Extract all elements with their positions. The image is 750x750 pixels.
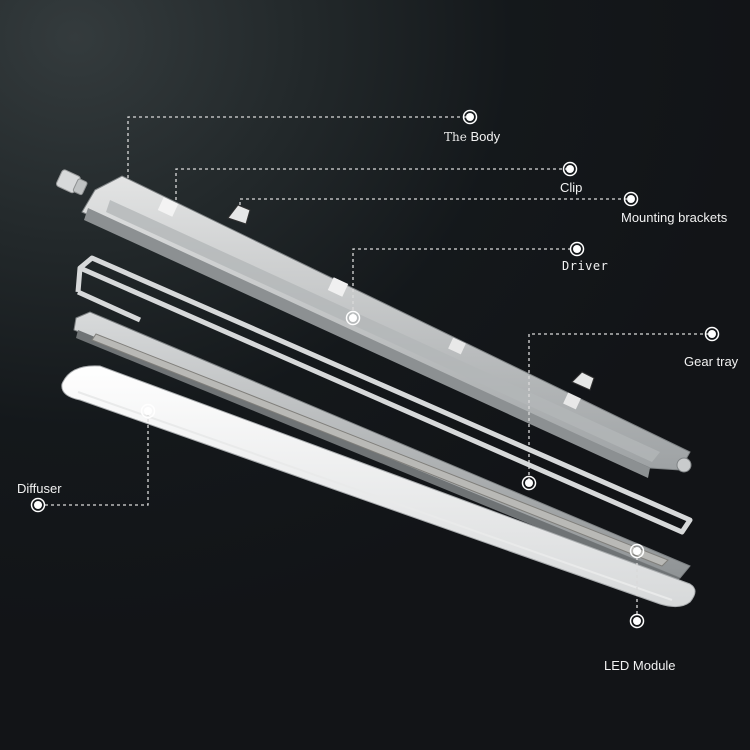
marker-gear-tray-part[interactable] — [521, 475, 537, 491]
gasket-frame — [75, 255, 693, 535]
leader-diffuser — [38, 413, 149, 506]
marker-led-module-part[interactable] — [629, 543, 645, 559]
leader-lines — [38, 116, 712, 619]
led-strip — [91, 333, 669, 567]
leader-clip — [175, 168, 570, 200]
label-the-body: The Body — [444, 129, 500, 144]
label-diffuser: Diffuser — [17, 481, 62, 496]
marker-driver[interactable] — [569, 241, 585, 257]
marker-diffuser-part[interactable] — [140, 403, 156, 419]
leader-gear-tray — [528, 333, 712, 481]
label-mounting-brackets: Mounting brackets — [621, 210, 728, 225]
marker-mounting-brackets[interactable] — [623, 191, 639, 207]
diffuser-cover — [61, 365, 696, 608]
label-driver: Driver — [562, 259, 609, 273]
leader-mounting-brackets — [239, 198, 631, 205]
marker-diffuser[interactable] — [30, 497, 46, 513]
marker-gear-tray[interactable] — [704, 326, 720, 342]
marker-clip[interactable] — [562, 161, 578, 177]
marker-led-module[interactable] — [629, 613, 645, 629]
leader-the-body — [127, 116, 470, 178]
leader-driver — [352, 248, 577, 316]
callout-markers — [30, 109, 720, 629]
label-the-body-text: Body — [470, 129, 501, 144]
mounting-bracket — [227, 204, 595, 391]
label-clip: Clip — [560, 180, 583, 195]
housing-body — [81, 175, 692, 478]
label-gear-tray: Gear tray — [684, 354, 739, 369]
marker-driver-part[interactable] — [345, 310, 361, 326]
label-the-body-prefix: The — [444, 130, 467, 144]
marker-the-body[interactable] — [462, 109, 478, 125]
cable-gland-left — [55, 169, 88, 196]
label-led-module: LED Module — [604, 658, 676, 673]
